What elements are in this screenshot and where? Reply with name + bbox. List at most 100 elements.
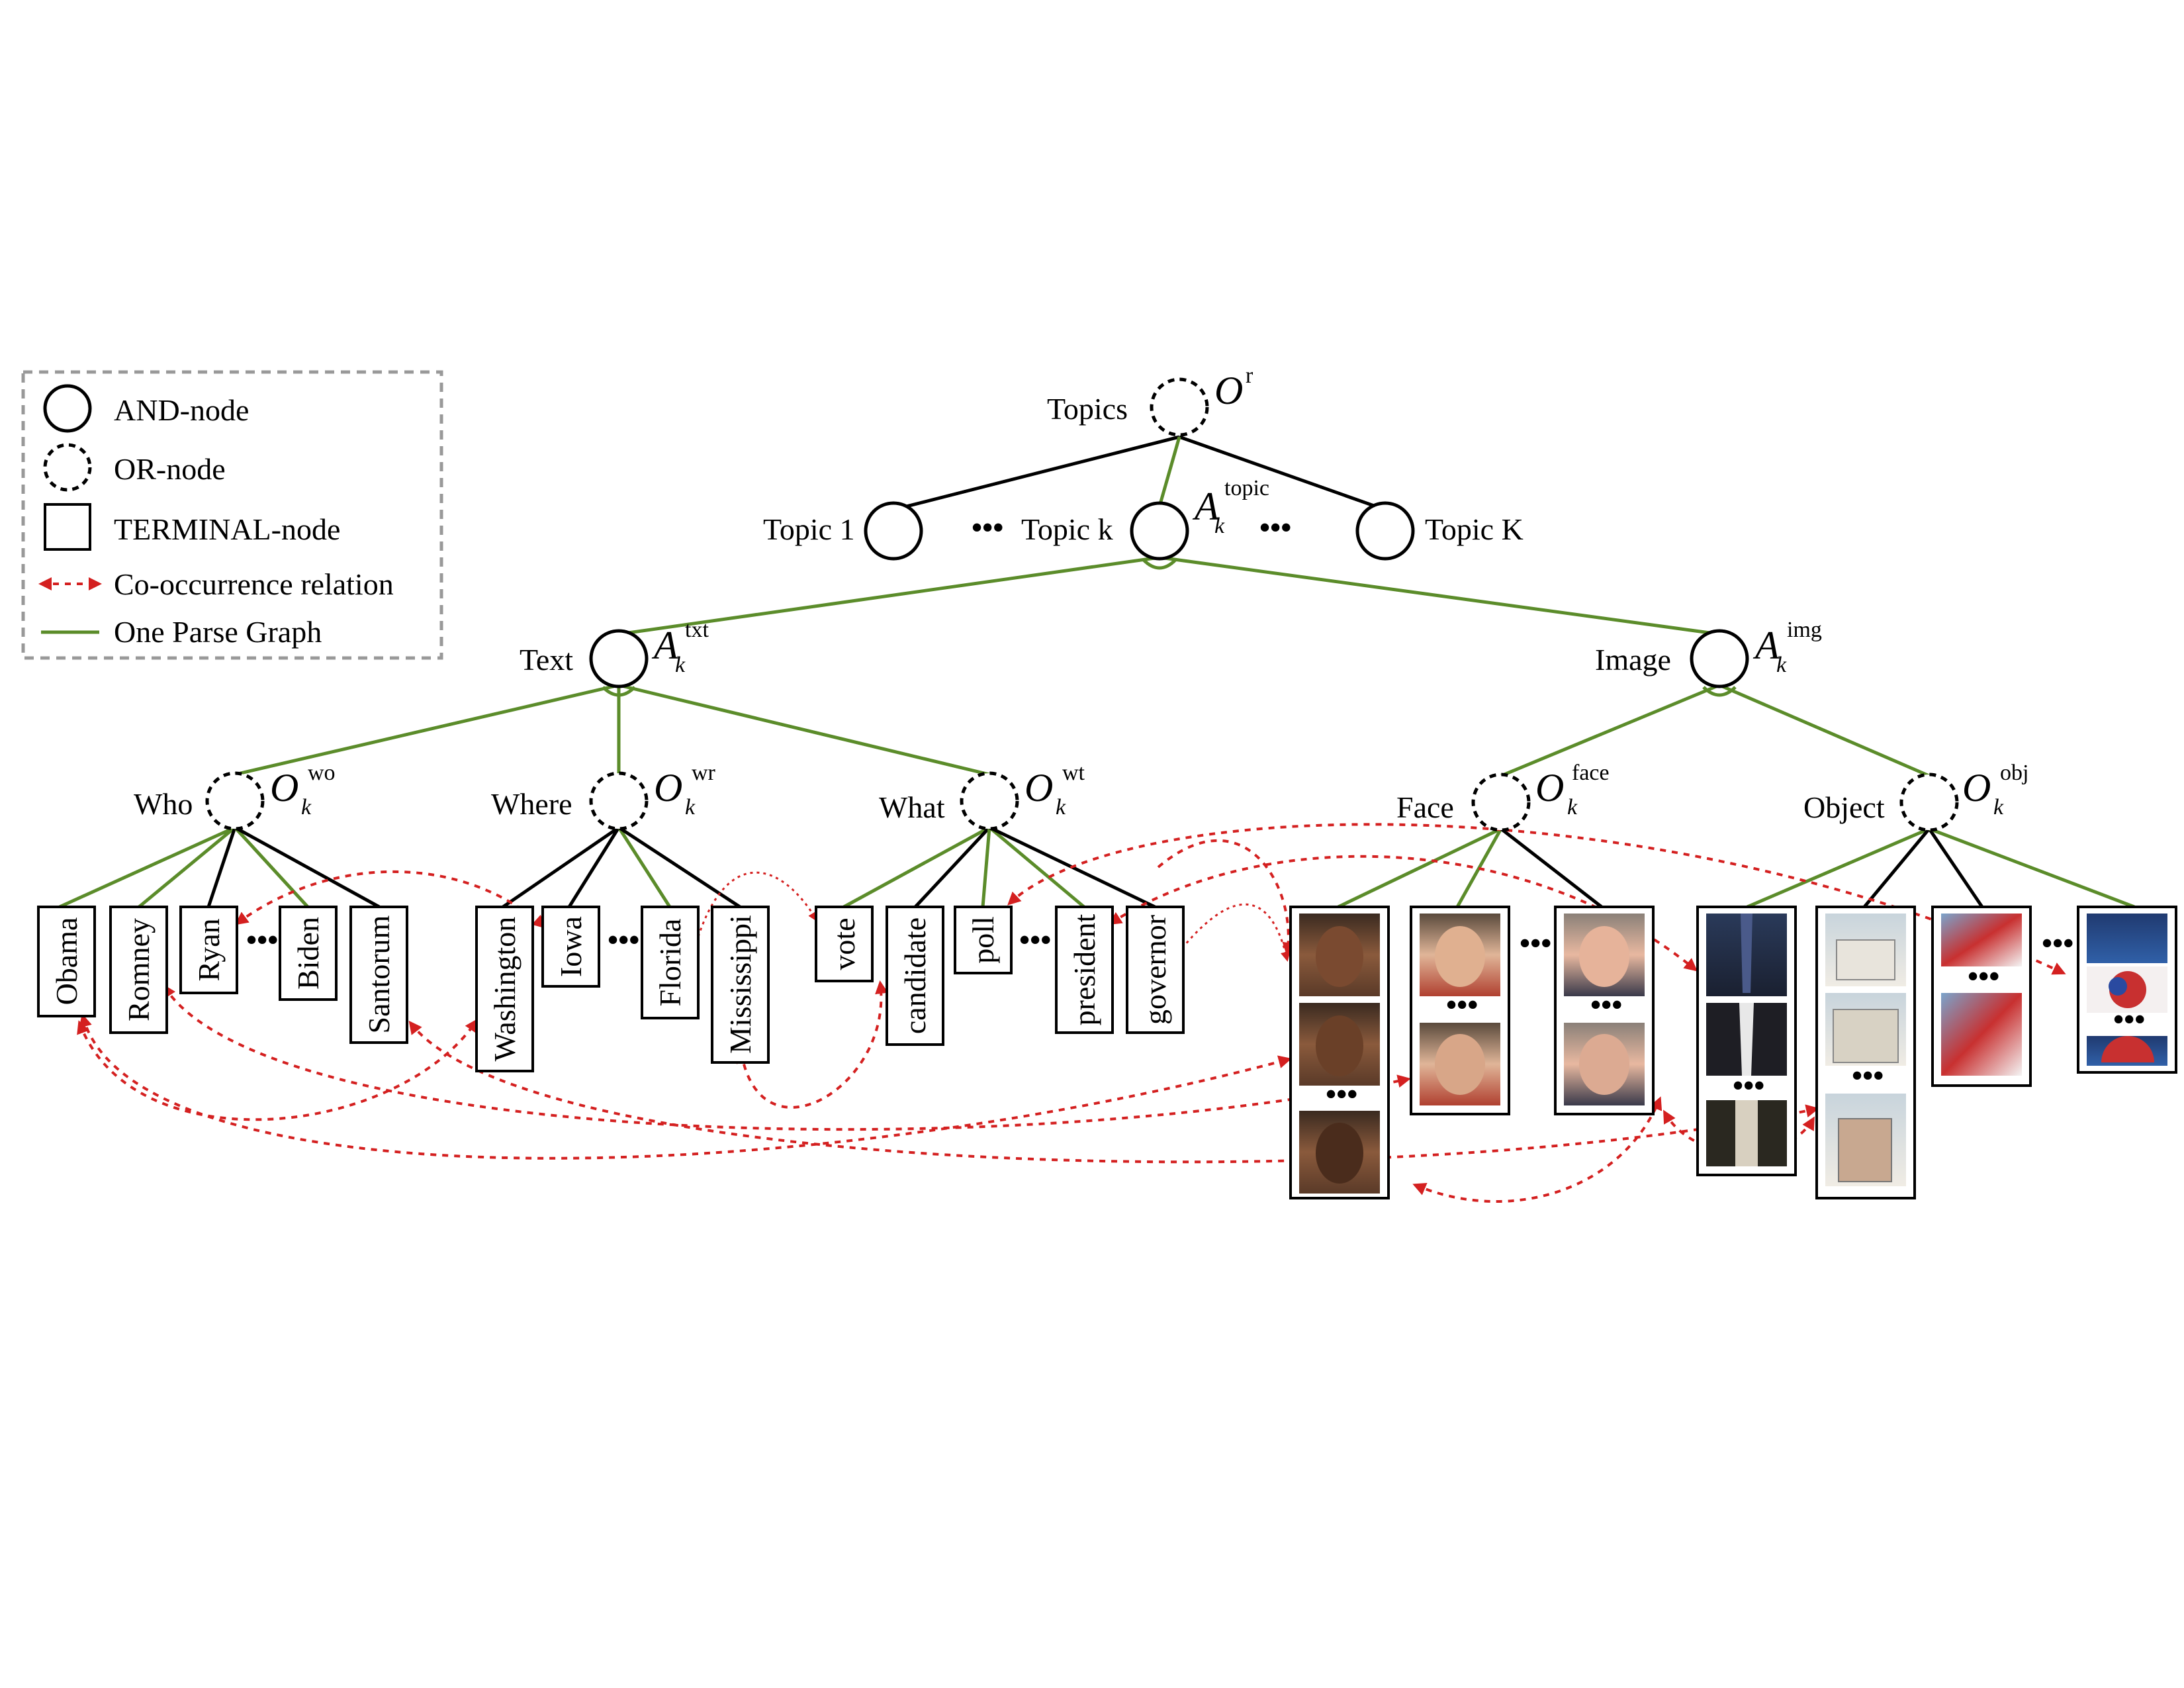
text-node-symbol-sub: k <box>675 653 686 677</box>
terminal-poll: poll <box>966 916 1000 964</box>
root-or-circle <box>1150 377 1209 437</box>
terminal-governor: governor <box>1138 915 1172 1025</box>
object-symbol-sup: obj <box>2000 761 2028 785</box>
thumbnail-ellipsis: ••• <box>1326 1077 1357 1111</box>
terminal-box <box>349 906 408 1044</box>
what-symbol-sub: k <box>1056 795 1066 820</box>
topic-k-and-node <box>1130 501 1189 561</box>
terminal-iowa: Iowa <box>554 916 588 977</box>
legend-and-node-icon <box>43 384 92 433</box>
what-symbol: O <box>1024 766 1053 810</box>
where-label: Where <box>491 787 572 821</box>
relation-romney-face-bush-face <box>1412 1096 1662 1203</box>
terminal-ryan: Ryan <box>192 918 226 981</box>
who-terminal-ellipsis: ••• <box>246 923 278 957</box>
object-photo <box>2087 914 2167 963</box>
legend-terminal-node-icon <box>44 503 91 551</box>
legend-terminal-label: TERMINAL-node <box>114 512 340 546</box>
object-photo <box>1941 914 2022 966</box>
what-terminal-ellipsis: ••• <box>1019 923 1051 957</box>
face-or-node <box>1471 773 1531 832</box>
what-label: What <box>879 790 945 824</box>
topic-k-symbol: A <box>1192 485 1219 528</box>
terminal-mississippi: Mississippi <box>723 915 757 1054</box>
terminal-box <box>475 906 534 1072</box>
topic-ellipsis-right: ••• <box>1259 510 1291 544</box>
terminal-box <box>886 906 944 1046</box>
who-symbol: O <box>270 766 298 810</box>
thumbnail-ellipsis: ••• <box>1733 1068 1764 1102</box>
terminal-box <box>37 906 96 1017</box>
object-symbol-sub: k <box>1993 795 2004 820</box>
thumbnail-ellipsis: ••• <box>1590 988 1622 1021</box>
face-terminal-ellipsis: ••• <box>1520 926 1551 960</box>
image-node-label: Image <box>1595 643 1671 677</box>
who-or-node <box>205 771 265 831</box>
who-symbol-sup: wo <box>308 761 336 785</box>
relation-poll-election-map <box>1007 823 2066 975</box>
face-symbol: O <box>1535 766 1564 810</box>
image-terminals: ••• ••• ••• ••• <box>1289 906 2177 1199</box>
election-map-thumbnails: ••• <box>2077 906 2177 1074</box>
terminal-romney: Romney <box>122 918 156 1021</box>
face-symbol-sup: face <box>1572 761 1610 785</box>
thumbnail-ellipsis: ••• <box>1852 1058 1884 1092</box>
topics-level: Topic 1 ••• Topic k A k topic ••• Topic … <box>763 476 1524 561</box>
romney-face-thumbnails: ••• <box>1410 906 1510 1115</box>
topic-K-label: Topic K <box>1425 512 1524 546</box>
text-node-label: Text <box>520 643 573 677</box>
legend-and-label: AND-node <box>114 393 249 427</box>
terminal-box <box>179 906 238 994</box>
terminal-box <box>954 906 1013 974</box>
terminal-candidate: candidate <box>898 917 932 1034</box>
topic-K-and-node <box>1355 501 1415 561</box>
terminal-obama: Obama <box>50 917 83 1006</box>
where-symbol-sub: k <box>685 795 696 820</box>
object-photo <box>1941 993 2022 1076</box>
or-node-level: Who O k wo Where O k wr What O k wt Face… <box>134 761 2028 832</box>
topic-k-label: Topic k <box>1021 512 1113 546</box>
topic-1-and-node <box>864 501 923 561</box>
topic-1-label: Topic 1 <box>763 512 855 546</box>
tree-edges <box>58 435 2135 909</box>
thumbnail-ellipsis: ••• <box>1968 959 1999 993</box>
flag-thumbnails: ••• <box>1931 906 2032 1087</box>
relation-mississippi-candidate <box>736 980 888 1109</box>
where-terminal-ellipsis: ••• <box>608 923 639 957</box>
legend-relation-label: Co-occurrence relation <box>114 567 394 601</box>
legend: AND-node OR-node TERMINAL-node Co-occurr… <box>21 370 443 660</box>
text-node-symbol-sup: txt <box>685 618 709 642</box>
suit-tie-thumbnails: ••• <box>1696 906 1797 1176</box>
terminal-florida: Florida <box>653 919 687 1007</box>
relation-obama-obama-face <box>79 1013 1292 1160</box>
who-label: Who <box>134 787 193 821</box>
image-and-node <box>1690 629 1749 688</box>
legend-or-node-icon <box>43 443 92 492</box>
object-label: Object <box>1803 790 1885 824</box>
terminal-box <box>541 906 600 988</box>
relation-governor-face <box>1177 903 1291 962</box>
text-node-symbol: A <box>651 624 678 667</box>
face-symbol-sub: k <box>1567 795 1578 820</box>
object-or-node <box>1899 773 1959 832</box>
text-and-node <box>589 629 649 688</box>
text-terminals: Obama Romney Ryan ••• Biden Santorum Was… <box>37 906 1185 1072</box>
image-node-symbol-sub: k <box>1776 653 1787 677</box>
topic-k-symbol-sub: k <box>1214 514 1225 538</box>
topic-ellipsis-left: ••• <box>972 510 1003 544</box>
object-terminal-ellipsis: ••• <box>2042 926 2073 960</box>
building-thumbnails: ••• <box>1815 906 1916 1199</box>
relation-santorum-building <box>408 1020 1819 1164</box>
terminal-box <box>1055 906 1114 1034</box>
where-symbol: O <box>654 766 682 810</box>
legend-parse-graph-label: One Parse Graph <box>114 615 322 649</box>
terminal-box <box>711 906 770 1064</box>
relation-romney-romney-face <box>162 984 1411 1131</box>
terminal-box <box>1126 906 1185 1034</box>
terminal-box <box>109 906 168 1034</box>
root-symbol-sup: r <box>1246 363 1253 388</box>
image-node-symbol: A <box>1752 624 1780 667</box>
modality-level: Text A k txt Image A k img <box>520 618 1822 688</box>
what-symbol-sup: wt <box>1062 761 1085 785</box>
face-label: Face <box>1396 790 1454 824</box>
